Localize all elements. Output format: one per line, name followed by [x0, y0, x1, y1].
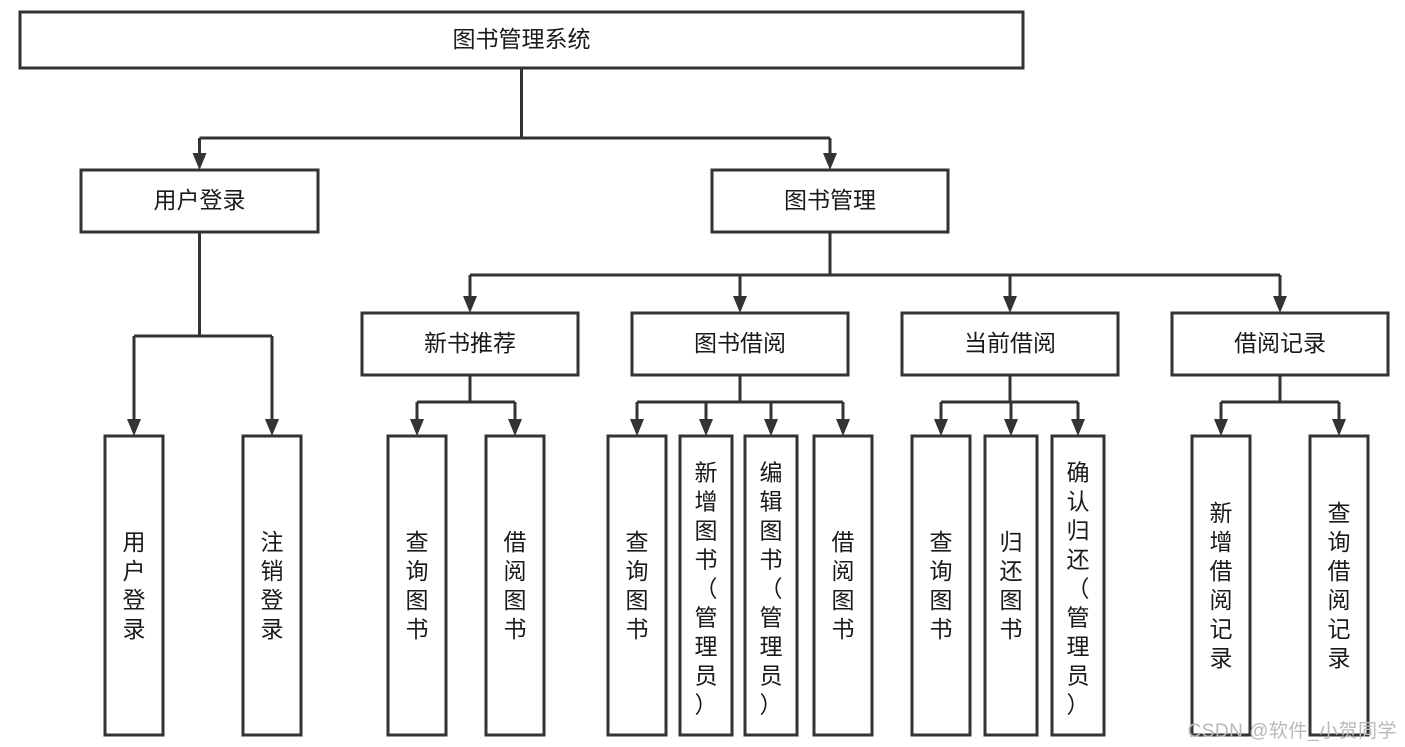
- node-leaf-user-login[interactable]: 用户登录: [103, 434, 165, 737]
- node-label: 借阅图书: [504, 529, 527, 642]
- node-new-book-recommend[interactable]: 新书推荐: [360, 311, 580, 377]
- arrow-head-icon: [1332, 419, 1346, 436]
- connector-layer: [127, 68, 1346, 436]
- node-leaf-query-book-current[interactable]: 查询图书: [910, 434, 972, 737]
- node-leaf-return-book[interactable]: 归还图书: [983, 434, 1039, 737]
- node-box: [630, 311, 850, 377]
- node-box: [743, 434, 799, 737]
- node-box: [710, 168, 950, 234]
- arrow-head-icon: [508, 419, 522, 436]
- node-leaf-add-book[interactable]: 新增图书（管理员）: [678, 434, 734, 737]
- arrow-head-icon: [1003, 296, 1017, 313]
- node-label: 查询借阅记录: [1328, 500, 1351, 671]
- csdn-watermark: CSDN @软件_小贺同学: [1187, 721, 1397, 742]
- arrow-head-icon: [823, 153, 837, 170]
- node-box: [1170, 311, 1390, 377]
- node-label: 用户登录: [123, 529, 146, 642]
- node-box: [79, 168, 320, 234]
- node-leaf-user-logout[interactable]: 注销登录: [241, 434, 303, 737]
- node-label: 新增借阅记录: [1210, 500, 1233, 671]
- node-leaf-edit-book[interactable]: 编辑图书（管理员）: [743, 434, 799, 737]
- node-box: [386, 434, 448, 737]
- node-box: [812, 434, 874, 737]
- node-label: 新增图书（管理员）: [695, 460, 718, 718]
- node-box: [910, 434, 972, 737]
- node-label: 图书管理系统: [453, 26, 591, 52]
- node-box: [606, 434, 668, 737]
- node-label: 确认归还（管理员）: [1067, 460, 1090, 718]
- node-label: 注销登录: [261, 529, 284, 642]
- arrow-head-icon: [1273, 296, 1287, 313]
- node-layer: 图书管理系统用户登录图书管理新书推荐图书借阅当前借阅借阅记录用户登录注销登录查询…: [18, 10, 1390, 737]
- node-user-login[interactable]: 用户登录: [79, 168, 320, 234]
- node-box: [484, 434, 546, 737]
- arrow-head-icon: [410, 419, 424, 436]
- node-box: [1308, 434, 1370, 737]
- arrow-head-icon: [934, 419, 948, 436]
- node-label: 借阅图书: [832, 529, 855, 642]
- node-label: 新书推荐: [424, 330, 516, 356]
- node-label: 编辑图书（管理员）: [760, 460, 783, 718]
- node-label: 用户登录: [154, 187, 246, 213]
- node-box: [360, 311, 580, 377]
- node-label: 查询图书: [626, 529, 649, 642]
- node-box: [1190, 434, 1252, 737]
- node-label: 归还图书: [1000, 529, 1023, 642]
- node-label: 查询图书: [406, 529, 429, 642]
- arrow-head-icon: [1004, 419, 1018, 436]
- node-box: [678, 434, 734, 737]
- arrow-head-icon: [265, 419, 279, 436]
- arrow-head-icon: [192, 153, 207, 170]
- arrow-head-icon: [127, 419, 141, 436]
- node-leaf-borrow-book-rec[interactable]: 借阅图书: [484, 434, 546, 737]
- node-leaf-query-book-rec[interactable]: 查询图书: [386, 434, 448, 737]
- node-leaf-add-borrow-record[interactable]: 新增借阅记录: [1190, 434, 1252, 737]
- node-label: 图书借阅: [694, 330, 786, 356]
- node-label: 当前借阅: [964, 330, 1056, 356]
- arrow-head-icon: [1071, 419, 1085, 436]
- arrow-head-icon: [630, 419, 644, 436]
- node-label: 图书管理: [784, 187, 876, 213]
- node-box: [983, 434, 1039, 737]
- node-box: [1050, 434, 1106, 737]
- node-box: [103, 434, 165, 737]
- arrow-head-icon: [463, 296, 477, 313]
- node-leaf-query-book-borrow[interactable]: 查询图书: [606, 434, 668, 737]
- node-book-borrow[interactable]: 图书借阅: [630, 311, 850, 377]
- node-borrow-record[interactable]: 借阅记录: [1170, 311, 1390, 377]
- node-leaf-borrow-book[interactable]: 借阅图书: [812, 434, 874, 737]
- node-current-borrow[interactable]: 当前借阅: [900, 311, 1120, 377]
- node-leaf-query-borrow-record[interactable]: 查询借阅记录: [1308, 434, 1370, 737]
- arrow-head-icon: [699, 419, 713, 436]
- node-label: 查询图书: [930, 529, 953, 642]
- node-label: 借阅记录: [1234, 330, 1326, 356]
- arrow-head-icon: [836, 419, 850, 436]
- node-box: [18, 10, 1025, 70]
- arrow-head-icon: [1214, 419, 1228, 436]
- arrow-head-icon: [764, 419, 778, 436]
- node-box: [241, 434, 303, 737]
- node-box: [900, 311, 1120, 377]
- node-root[interactable]: 图书管理系统: [18, 10, 1025, 70]
- node-leaf-confirm-return[interactable]: 确认归还（管理员）: [1050, 434, 1106, 737]
- arrow-head-icon: [733, 296, 747, 313]
- node-book-management[interactable]: 图书管理: [710, 168, 950, 234]
